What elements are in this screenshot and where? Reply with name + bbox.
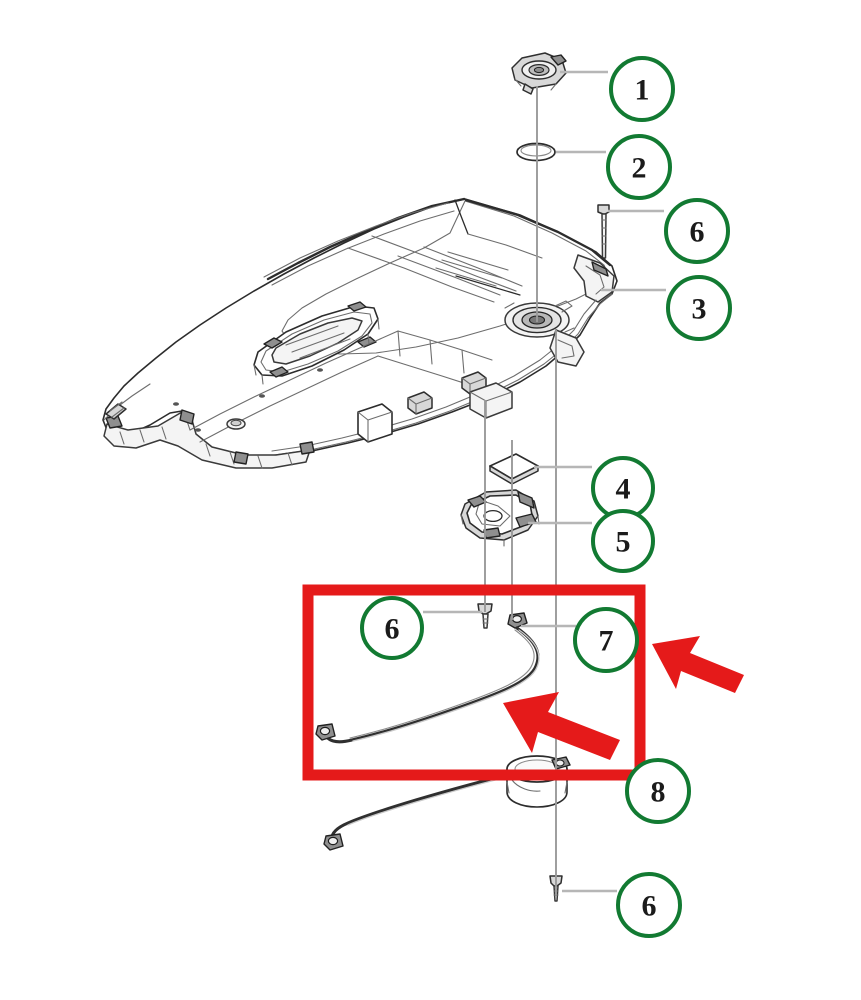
part-oil-pan-housing xyxy=(102,197,618,469)
callout-8-label: 8 xyxy=(651,776,666,809)
callout-3[interactable]: 3 xyxy=(666,275,732,341)
callout-4-label: 4 xyxy=(616,473,631,506)
part-o-ring-seal xyxy=(516,142,556,162)
red-highlight-box xyxy=(302,584,646,781)
callout-6-upper[interactable]: 6 xyxy=(664,198,730,264)
part-gasket-plate xyxy=(489,453,539,485)
callout-2[interactable]: 2 xyxy=(606,134,672,200)
callout-6-lower-label: 6 xyxy=(642,890,657,923)
callout-circles: 1 2 3 4 5 6 xyxy=(360,56,732,938)
pointer-arrow-inner xyxy=(503,692,620,760)
callout-6-mid-label: 6 xyxy=(385,613,400,646)
callout-6-upper-label: 6 xyxy=(690,216,705,249)
callout-6-mid[interactable]: 6 xyxy=(360,596,424,660)
callout-3-label: 3 xyxy=(692,293,707,326)
part-hose-lower xyxy=(323,770,522,851)
part-sensor-cap xyxy=(511,52,567,95)
part-bolt-upper xyxy=(597,204,610,259)
callout-2-label: 2 xyxy=(632,152,647,185)
callout-4[interactable]: 4 xyxy=(591,456,655,520)
callout-1-label: 1 xyxy=(635,74,650,107)
callout-7-label: 7 xyxy=(599,625,614,658)
callout-1[interactable]: 1 xyxy=(609,56,675,122)
callout-7[interactable]: 7 xyxy=(573,607,639,673)
callout-5[interactable]: 5 xyxy=(591,509,655,573)
part-bracket-mount xyxy=(460,489,540,547)
callout-8[interactable]: 8 xyxy=(625,758,691,824)
callout-5-label: 5 xyxy=(616,526,631,559)
callout-6-lower[interactable]: 6 xyxy=(616,872,682,938)
pointer-arrow-right xyxy=(652,636,744,693)
